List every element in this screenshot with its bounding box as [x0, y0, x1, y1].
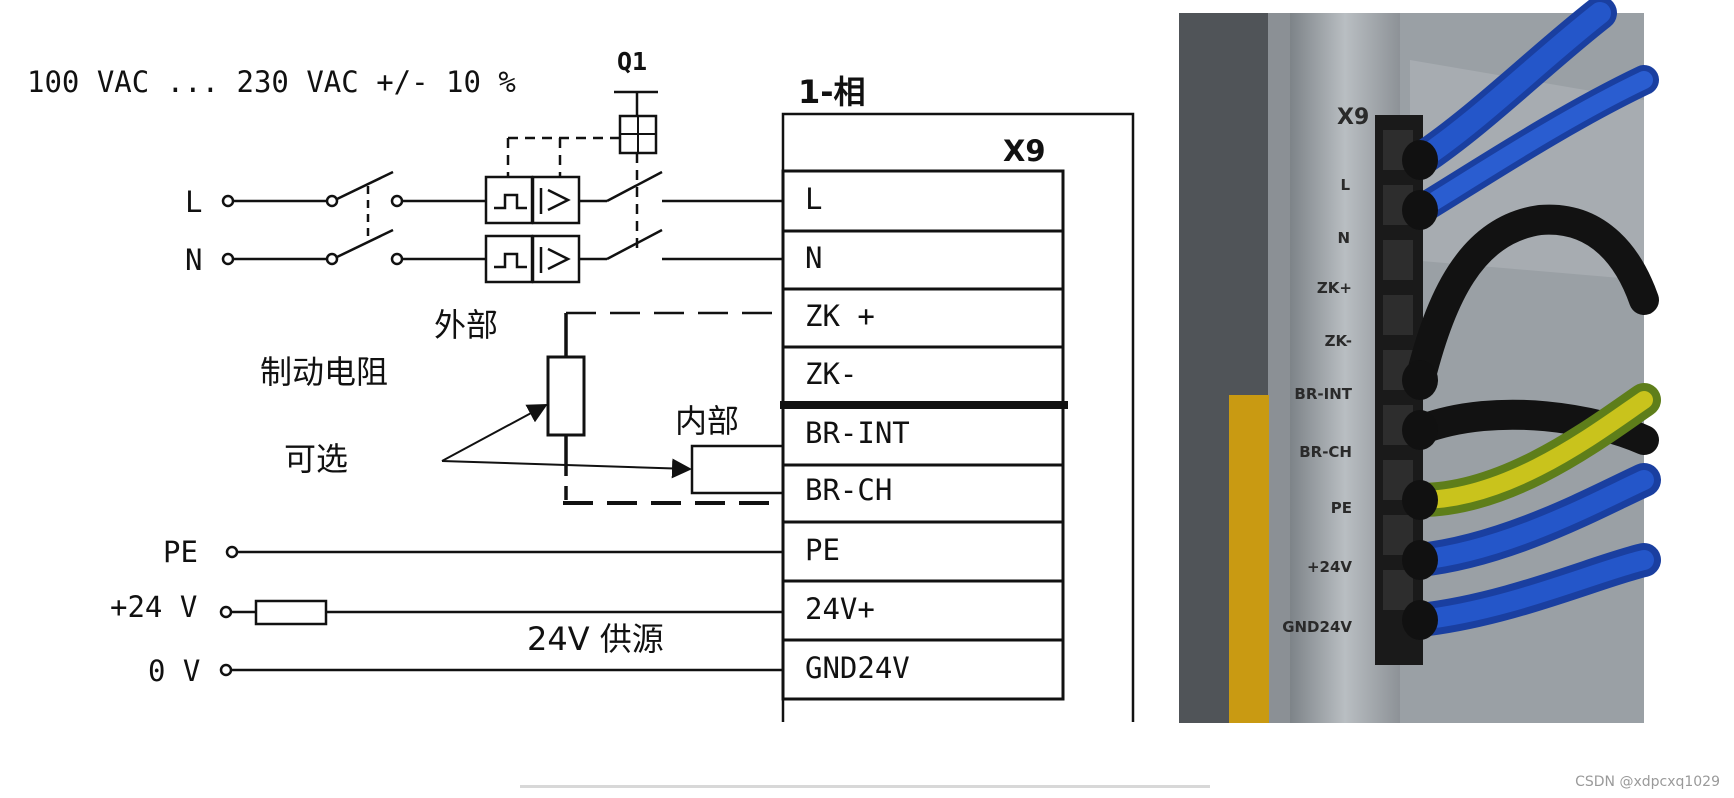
input-l-label: L: [185, 185, 202, 219]
fuse-symbol: [254, 599, 328, 626]
watermark: CSDN @xdpcxq1029: [1575, 774, 1720, 790]
external-label: 外部: [434, 306, 498, 344]
photo-pin-n: N: [1337, 229, 1350, 247]
photo-pin-zk-minus: ZK-: [1325, 332, 1352, 350]
photo-pin-br-int: BR-INT: [1294, 385, 1352, 403]
n-breaker-symbol: [484, 234, 534, 284]
optional-label: 可选: [284, 440, 348, 478]
photo-pin-gnd24v: GND24V: [1282, 618, 1352, 636]
terminal-block: L N ZK + ZK- BR-INT BR-CH PE 24V+ GND24V: [780, 169, 1068, 701]
terminal-pe: PE: [805, 533, 840, 567]
wiring-diagram: 100 VAC ... 230 VAC +/- 10 % Q1 1-相 X9: [27, 47, 1135, 722]
photo-pin-zk-plus: ZK+: [1317, 279, 1352, 297]
input-n-label: N: [185, 243, 202, 277]
input-pe-label: PE: [163, 535, 198, 569]
photo-pin-l: L: [1340, 176, 1350, 194]
terminal-br-ch: BR-CH: [805, 473, 892, 507]
internal-resistor-symbol: [690, 444, 783, 495]
photo-pin-br-ch: BR-CH: [1299, 443, 1352, 461]
terminal-zk-plus: ZK +: [805, 299, 875, 333]
l-breaker-symbol: [484, 175, 534, 225]
device-photo: X9 L N ZK+ ZK- BR-INT BR-CH PE +24V GND2…: [1179, 0, 1661, 723]
photo-header: X9: [1337, 105, 1369, 130]
input-24v-label: +24 V: [110, 590, 197, 624]
input-0v-label: 0 V: [148, 654, 200, 688]
supply-24v-label: 24V 供源: [527, 620, 664, 658]
connector-title: X9: [1003, 134, 1046, 168]
internal-label: 内部: [675, 402, 739, 440]
terminal-24v-plus: 24V+: [805, 592, 875, 626]
brake-resistor-label: 制动电阻: [260, 353, 388, 391]
phase-title: 1-相: [798, 73, 866, 111]
photo-pin-24v: +24V: [1307, 558, 1352, 576]
terminal-n: N: [805, 241, 822, 275]
terminal-l: L: [805, 182, 822, 216]
q1-label: Q1: [617, 47, 647, 76]
supply-spec-label: 100 VAC ... 230 VAC +/- 10 %: [27, 65, 516, 99]
bottom-divider: [520, 785, 1210, 788]
terminal-gnd24v: GND24V: [805, 651, 910, 685]
photo-pin-pe: PE: [1331, 499, 1352, 517]
terminal-zk-minus: ZK-: [805, 357, 857, 391]
external-resistor-symbol: [546, 355, 586, 437]
terminal-br-int: BR-INT: [805, 416, 910, 450]
